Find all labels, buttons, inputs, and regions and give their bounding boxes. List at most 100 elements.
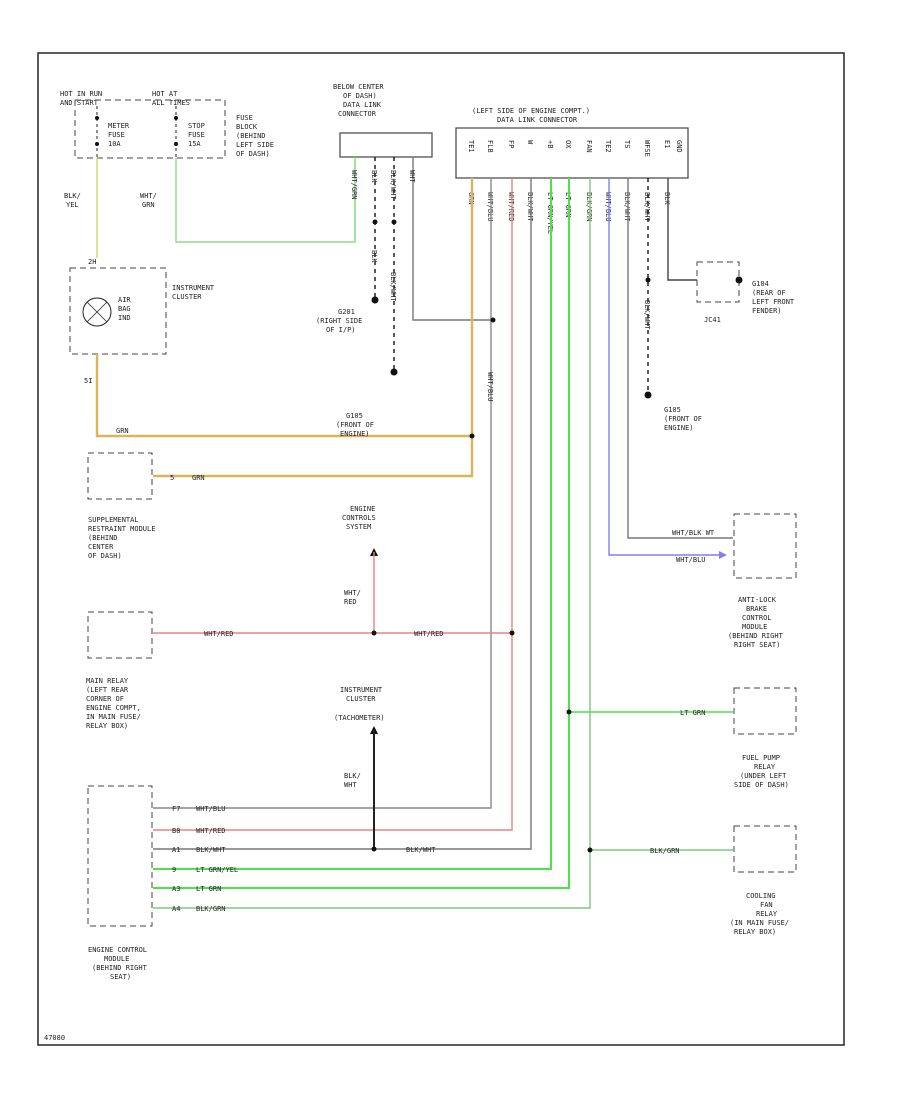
dlc-small-pin-4: WHT bbox=[408, 170, 416, 183]
main-relay-6: RELAY BOX) bbox=[86, 722, 128, 730]
dlc-small-pin-1: WHT/GRN bbox=[350, 170, 358, 200]
dlc-small-pin-3: BLK/WHT bbox=[389, 170, 397, 200]
ecs-label-2: CONTROLS bbox=[342, 514, 376, 522]
dlc-pin-10: WFSE bbox=[643, 140, 651, 157]
abs-1: ANTI-LOCK bbox=[738, 596, 777, 604]
fuel-pump-wire: LT GRN bbox=[680, 709, 705, 717]
ecs-wire-2: RED bbox=[344, 598, 357, 606]
ecm-wire-line-5 bbox=[153, 178, 570, 889]
power-section: HOT IN RUN AND START HOT AT ALL TIMES ME… bbox=[60, 90, 274, 159]
ecm-wire-4: LT GRN/YEL bbox=[196, 866, 238, 874]
g201-2: (RIGHT SIDE bbox=[316, 317, 362, 325]
srs-label-4: CENTER bbox=[88, 543, 114, 551]
fuel-3: (UNDER LEFT bbox=[740, 772, 787, 780]
ecm-pin-4: 9 bbox=[172, 866, 176, 874]
ecm-wire-3: BLK/WHT bbox=[196, 846, 226, 854]
meter-fuse-3: 10A bbox=[108, 140, 121, 148]
instrument-cluster-box bbox=[69, 267, 167, 355]
g104-3: LEFT FRONT bbox=[752, 298, 795, 306]
main-relay-5: IN MAIN FUSE/ bbox=[86, 713, 141, 721]
cluster-label-1: INSTRUMENT bbox=[172, 284, 215, 292]
engine-controls-system: ENGINE CONTROLS SYSTEM WHT/ RED bbox=[342, 505, 378, 633]
dlc-big-label-1: (LEFT SIDE OF ENGINE COMPT.) bbox=[472, 107, 590, 115]
tach-label-3: (TACHOMETER) bbox=[334, 714, 385, 722]
ecm-wire-line-3 bbox=[153, 178, 532, 850]
srs-pin: 5 bbox=[170, 474, 174, 482]
tach-wire-1: BLK/ bbox=[344, 772, 361, 780]
fuel-2: RELAY bbox=[754, 763, 776, 771]
cooling-fan-box bbox=[733, 825, 797, 873]
g105b-1: G105 bbox=[664, 406, 681, 414]
dlc-pin-5: +B bbox=[546, 140, 554, 148]
dlc-wire-7: BLK/GRN bbox=[585, 192, 593, 222]
dlc-wire-10: BLK/WHT bbox=[643, 192, 651, 222]
hot-all-label-2: ALL TIMES bbox=[152, 99, 190, 107]
abs-2: BRAKE bbox=[746, 605, 767, 613]
stop-fuse-3: 15A bbox=[188, 140, 201, 148]
tach-label-2: CLUSTER bbox=[346, 695, 376, 703]
g105a-1: G105 bbox=[346, 412, 363, 420]
g105-wire-label: BLK/WHT bbox=[389, 272, 397, 302]
lamp-3: IND bbox=[118, 314, 131, 322]
wht-blu-vertical: WHT/BLU bbox=[486, 372, 494, 402]
wire-blk-yel-2: YEL bbox=[66, 201, 79, 209]
g201-wire-label: BLK bbox=[370, 250, 378, 263]
fuse-block-1: FUSE bbox=[236, 114, 253, 122]
ecm-wire-6: BLK/GRN bbox=[196, 905, 226, 913]
dlc-pin-3: FP bbox=[507, 140, 515, 148]
fuse-block-5: OF DASH) bbox=[236, 150, 270, 158]
fuse-block-box bbox=[74, 99, 226, 159]
dlc-wire-4: BLK/WHT bbox=[526, 192, 534, 222]
ecm-pin-5: A3 bbox=[172, 885, 180, 893]
dlc-small-label-3: DATA LINK bbox=[343, 101, 382, 109]
abs-6: RIGHT SEAT) bbox=[734, 641, 780, 649]
srs-label-2: RESTRAINT MODULE bbox=[88, 525, 155, 533]
abs-wire-1: WHT/BLK WT bbox=[672, 529, 715, 537]
ecm-label-2: MODULE bbox=[104, 955, 129, 963]
dlc-big-connector bbox=[455, 127, 689, 179]
dlc-pin-6: OX bbox=[564, 140, 572, 149]
g104-2: (REAR OF bbox=[752, 289, 786, 297]
main-relay-wire-2: WHT/RED bbox=[414, 630, 444, 638]
g201-3: OF I/P) bbox=[326, 326, 356, 334]
dlc-pin-2: FLB bbox=[486, 140, 494, 153]
tach-label-1: INSTRUMENT bbox=[340, 686, 383, 694]
dlc-small-label-4: CONNECTOR bbox=[338, 110, 377, 118]
ecm-blk-wht-mid: BLK/WHT bbox=[406, 846, 436, 854]
instrument-cluster-airbag: 2H AIR BAG IND INSTRUMENT CLUSTER 5I GRN bbox=[69, 258, 472, 438]
wire-blk-yel-1: BLK/ bbox=[64, 192, 81, 200]
abs-3: CONTROL bbox=[742, 614, 772, 622]
stop-fuse-2: FUSE bbox=[188, 131, 205, 139]
main-relay-wire-1: WHT/RED bbox=[204, 630, 234, 638]
instrument-cluster-tach: INSTRUMENT CLUSTER (TACHOMETER) BLK/ WHT bbox=[334, 686, 385, 852]
g105b-2: (FRONT OF bbox=[664, 415, 702, 423]
cluster-label-2: CLUSTER bbox=[172, 293, 202, 301]
fuel-4: SIDE OF DASH) bbox=[734, 781, 789, 789]
hot-run-label-1: HOT IN RUN bbox=[60, 90, 102, 98]
dlc-pin-8: TE2 bbox=[604, 140, 612, 153]
g104-1: G104 bbox=[752, 280, 769, 288]
ecm-wire-5: LT GRN bbox=[196, 885, 221, 893]
dlc-wire-8: WHT/BLU bbox=[604, 192, 612, 222]
airbag-lamp-icon bbox=[82, 297, 112, 327]
cluster-pin-top: 2H bbox=[88, 258, 96, 266]
srs-wire: GRN bbox=[192, 474, 205, 482]
g105a-2: (FRONT OF bbox=[336, 421, 374, 429]
fuse-block-4: LEFT SIDE bbox=[236, 141, 274, 149]
ecm-wire-line-6 bbox=[153, 178, 591, 909]
cool-5: RELAY BOX) bbox=[734, 928, 776, 936]
main-relay-3: CORNER OF bbox=[86, 695, 124, 703]
g104-ground: JC41 G104 (REAR OF LEFT FRONT FENDER) bbox=[667, 178, 795, 324]
abs-module: WHT/BLK WT WHT/BLU ANTI-LOCK BRAKE CONTR… bbox=[608, 178, 797, 649]
dlc-pin-4: W bbox=[526, 140, 534, 145]
dlc-small-label-2: OF DASH) bbox=[343, 92, 377, 100]
cluster-pin-bot: 5I bbox=[84, 377, 92, 385]
dlc-small-pin-2: BLK bbox=[370, 170, 378, 183]
srs-module: 5 GRN SUPPLEMENTAL RESTRAINT MODULE (BEH… bbox=[87, 452, 205, 560]
main-relay-4: ENGINE COMPT, bbox=[86, 704, 141, 712]
cool-3: RELAY bbox=[756, 910, 778, 918]
fuel-pump-box bbox=[733, 687, 797, 735]
dlc-pin-7: FAN bbox=[585, 140, 593, 153]
ecm-pin-6: A4 bbox=[172, 905, 180, 913]
